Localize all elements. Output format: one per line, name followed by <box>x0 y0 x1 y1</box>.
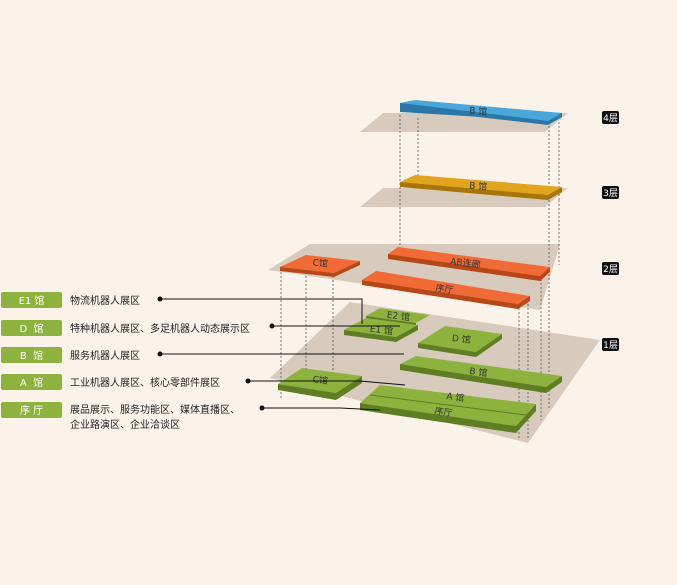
hall-f1-d-label: D 馆 <box>451 332 471 346</box>
legend-item-e1: E1 馆 物流机器人展区 <box>1 292 140 308</box>
legend-item-b: B 馆 服务机器人展区 <box>1 347 140 363</box>
svg-text:3层: 3层 <box>603 188 618 199</box>
svg-text:D 馆: D 馆 <box>19 322 43 335</box>
legend-tag-a <box>1 374 62 390</box>
leader-lines <box>160 298 406 411</box>
floor-tag-4: 4层 <box>602 111 619 124</box>
hall-f2-ab-label: AB连廊 <box>450 255 482 271</box>
hall-f1-a-label: A 馆 <box>446 390 466 404</box>
svg-text:4层: 4层 <box>603 113 618 124</box>
floor-tag-1: 1层 <box>602 338 619 351</box>
legend-text-lobby-1: 展品展示、服务功能区、媒体直播区、 <box>70 403 240 416</box>
legend-text-d: 特种机器人展区、多足机器人动态展示区 <box>70 322 250 335</box>
hall-f1-b-label: B 馆 <box>469 365 489 379</box>
hall-f1-b: B 馆 <box>400 356 562 393</box>
svg-text:2层: 2层 <box>603 264 618 275</box>
hall-f3-b: B 馆 <box>400 175 562 200</box>
hall-f4-b: B 馆 <box>400 100 562 125</box>
legend-tag-e1 <box>1 292 62 308</box>
leader-dots <box>157 296 275 411</box>
hall-f1-d: D 馆 <box>418 326 502 357</box>
hall-f1-lobby-label: 序厅 <box>434 405 454 419</box>
legend: E1 馆 物流机器人展区 D 馆 特种机器人展区、多足机器人动态展示区 B 馆 … <box>1 292 250 431</box>
legend-text-a: 工业机器人展区、核心零部件展区 <box>70 376 220 389</box>
hall-f2-c-label: C馆 <box>312 256 328 270</box>
legend-text-b: 服务机器人展区 <box>70 349 140 362</box>
hall-f1-c-label: C馆 <box>312 373 329 387</box>
legend-tag-b <box>1 347 62 363</box>
svg-text:1层: 1层 <box>603 340 618 351</box>
svg-text:B 馆: B 馆 <box>20 349 43 362</box>
legend-item-d: D 馆 特种机器人展区、多足机器人动态展示区 <box>1 320 250 336</box>
hall-f2-ab-corridor: AB连廊 <box>388 247 550 281</box>
hall-f2-c: C馆 <box>280 255 360 277</box>
hall-f2-lobby-label: 序厅 <box>435 282 455 296</box>
legend-item-lobby: 序 厅 展品展示、服务功能区、媒体直播区、 企业路演区、企业洽谈区 <box>1 402 240 431</box>
legend-tag-d <box>1 320 62 336</box>
svg-text:A 馆: A 馆 <box>20 376 43 389</box>
svg-text:E1 馆: E1 馆 <box>19 294 45 307</box>
floor-tag-2: 2层 <box>602 262 619 275</box>
hall-f1-e2-label: E2 馆 <box>386 309 411 324</box>
hall-f3-b-label: B 馆 <box>469 179 488 193</box>
legend-item-a: A 馆 工业机器人展区、核心零部件展区 <box>1 374 220 390</box>
hall-f4-b-label: B 馆 <box>469 104 488 118</box>
floor-tag-3: 3层 <box>602 186 619 199</box>
legend-text-lobby-2: 企业路演区、企业洽谈区 <box>70 418 180 431</box>
hall-f2-lobby: 序厅 <box>362 271 530 309</box>
svg-text:序 厅: 序 厅 <box>20 404 43 417</box>
hall-f1-a-lobby: A 馆 序厅 <box>360 385 536 433</box>
legend-text-e1: 物流机器人展区 <box>70 294 140 307</box>
legend-tag-lobby <box>1 402 62 418</box>
